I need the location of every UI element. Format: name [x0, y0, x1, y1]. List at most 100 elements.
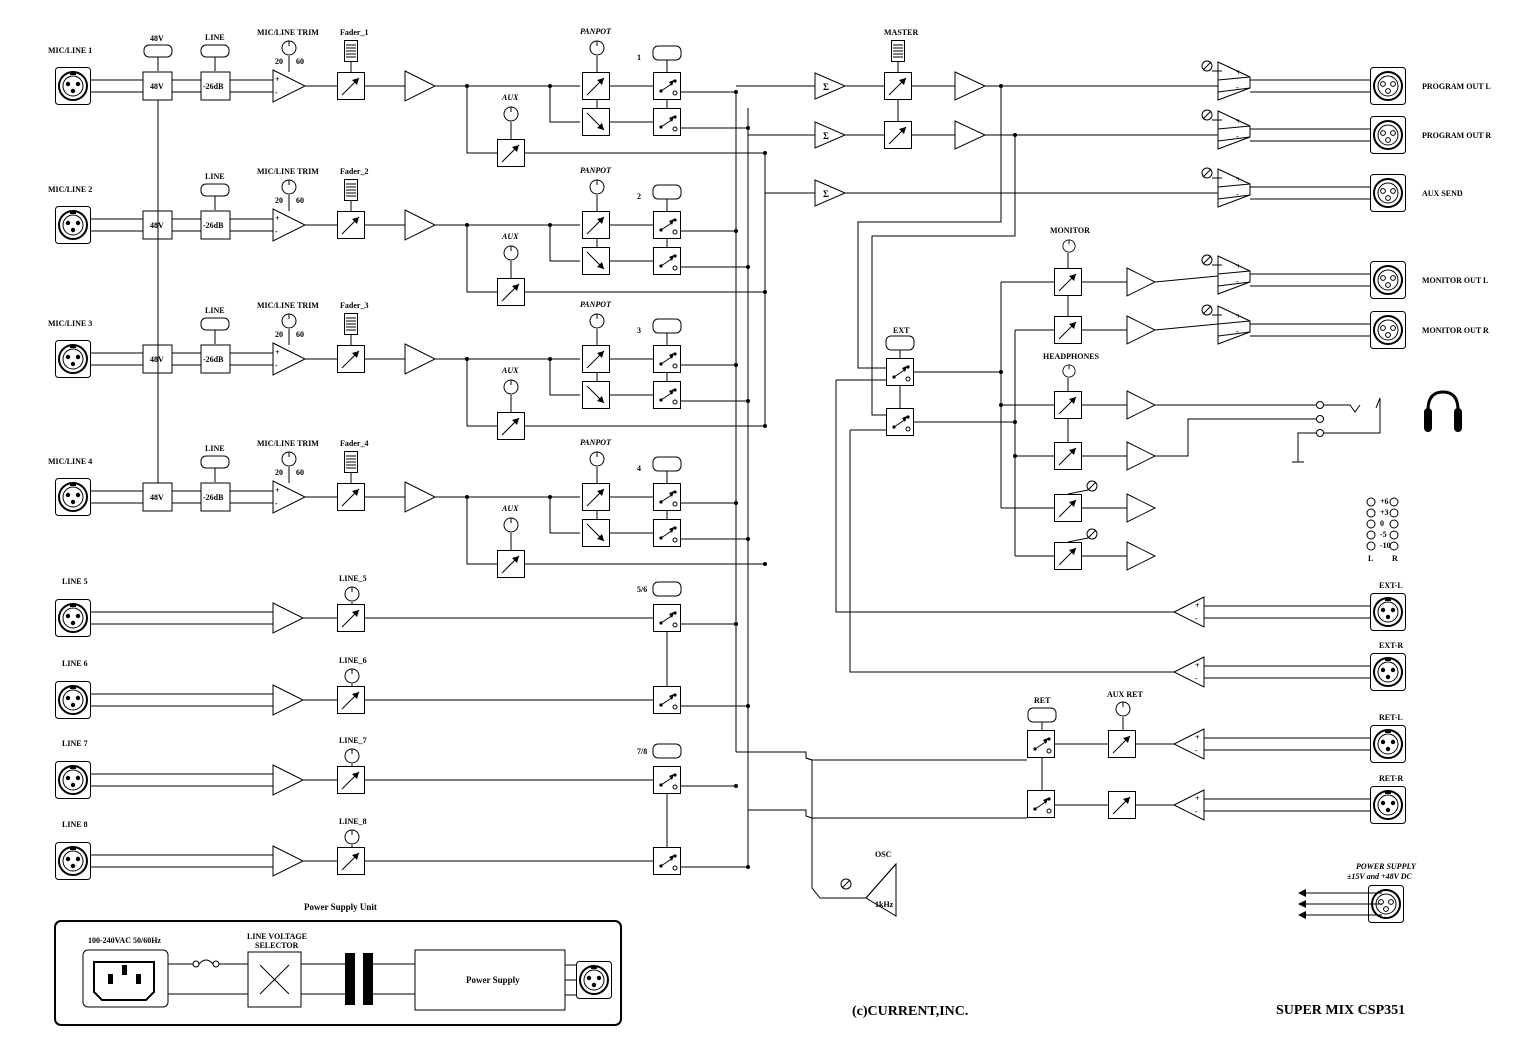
- pad-value: -26dB: [203, 221, 224, 230]
- master-fader-icon[interactable]: [891, 40, 905, 62]
- line-channel-6: LINE 6 LINE_6: [55, 656, 750, 719]
- level-vca: [337, 686, 365, 714]
- xlr-output-icon: [1370, 116, 1406, 154]
- ext-switch-r[interactable]: [886, 408, 914, 436]
- fuse-icon: [198, 959, 214, 965]
- assign-switch[interactable]: [653, 604, 681, 632]
- aux-knob-icon[interactable]: [503, 106, 519, 122]
- fader-icon[interactable]: [344, 40, 358, 62]
- fader-label: Fader_3: [340, 301, 368, 310]
- assign-switch[interactable]: [653, 766, 681, 794]
- ret-input-label: RET-L: [1379, 713, 1403, 722]
- panpot-knob-icon[interactable]: [589, 313, 605, 329]
- mic-preamp: [272, 69, 307, 103]
- fader-vca: [337, 345, 365, 373]
- assign-switch-r[interactable]: [653, 247, 681, 275]
- ext-receiver: [1172, 656, 1205, 688]
- input-label: LINE 6: [62, 659, 88, 668]
- ret-label: RET: [1034, 696, 1051, 705]
- xlr-output-icon: [1370, 67, 1406, 105]
- ret-button[interactable]: [1027, 707, 1057, 723]
- ext-button[interactable]: [885, 335, 915, 351]
- assign-switch-l[interactable]: [653, 72, 681, 100]
- transformer-icon: [345, 953, 355, 1005]
- monitor-l-row: [1001, 267, 1157, 297]
- level-knob-icon[interactable]: [344, 829, 360, 845]
- buffer-amp: [404, 209, 437, 241]
- assign-switch[interactable]: [653, 847, 681, 875]
- meter-channel-r: R: [1392, 554, 1398, 563]
- ret-switch-r[interactable]: [1027, 790, 1055, 818]
- ret-receiver: [1172, 789, 1205, 821]
- phantom-block-label: 48V: [150, 221, 164, 230]
- assign-button[interactable]: [652, 318, 682, 334]
- assign-label: 4: [637, 464, 641, 473]
- meter-led-l: [1366, 497, 1376, 507]
- assign-button[interactable]: [652, 581, 682, 597]
- assign-switch-l[interactable]: [653, 211, 681, 239]
- aux-label: AUX: [501, 232, 519, 241]
- assign-switch[interactable]: [653, 686, 681, 714]
- minus-sign: -: [1236, 277, 1239, 286]
- meter-tick: +6: [1380, 497, 1389, 506]
- assign-switch-l[interactable]: [653, 483, 681, 511]
- panpot-knob-icon[interactable]: [589, 40, 605, 56]
- balanced-driver: [1217, 168, 1251, 208]
- trim-knob-icon[interactable]: [281, 313, 297, 329]
- pad-button[interactable]: [200, 44, 230, 58]
- aux-knob-icon[interactable]: [503, 517, 519, 533]
- level-vca: [337, 847, 365, 875]
- phantom-block-label: 48V: [150, 355, 164, 364]
- panpot-knob-icon[interactable]: [589, 179, 605, 195]
- assign-button[interactable]: [652, 743, 682, 759]
- output-label: AUX SEND: [1422, 189, 1463, 198]
- phantom-button[interactable]: [143, 44, 173, 58]
- panpot-knob-icon[interactable]: [589, 451, 605, 467]
- trim-knob-icon[interactable]: [281, 40, 297, 56]
- assign-button[interactable]: [652, 45, 682, 61]
- trim-min: 20: [275, 330, 283, 339]
- monitor-knob-icon[interactable]: [1062, 239, 1076, 253]
- aux-ret-knob-icon[interactable]: [1115, 701, 1131, 717]
- level-knob-icon[interactable]: [344, 748, 360, 764]
- level-knob-icon[interactable]: [344, 586, 360, 602]
- ext-input-label: EXT-R: [1379, 641, 1403, 650]
- headphones-knob-icon[interactable]: [1062, 364, 1076, 378]
- ext-label: EXT: [893, 326, 910, 335]
- master-vca-l: [884, 72, 912, 100]
- aux-vca: [497, 139, 525, 167]
- fader-icon[interactable]: [344, 179, 358, 201]
- assign-switch-r[interactable]: [653, 519, 681, 547]
- pad-button[interactable]: [200, 317, 230, 331]
- meter-tick: 0: [1380, 519, 1384, 528]
- assign-button[interactable]: [652, 184, 682, 200]
- assign-switch-l[interactable]: [653, 345, 681, 373]
- xlr-output-icon: [1370, 311, 1406, 349]
- level-knob-icon[interactable]: [344, 668, 360, 684]
- pad-label: LINE: [205, 444, 225, 453]
- fader-icon[interactable]: [344, 313, 358, 335]
- trim-knob-icon[interactable]: [281, 451, 297, 467]
- fader-icon[interactable]: [344, 451, 358, 473]
- assign-button[interactable]: [652, 456, 682, 472]
- pad-button[interactable]: [200, 183, 230, 197]
- aux-label: AUX: [501, 366, 519, 375]
- assign-switch-r[interactable]: [653, 381, 681, 409]
- assign-switch-r[interactable]: [653, 108, 681, 136]
- monitor-amp: [1126, 493, 1157, 523]
- ext-switch-l[interactable]: [886, 358, 914, 386]
- ret-switch-l[interactable]: [1027, 730, 1055, 758]
- pan-vca-l: [582, 483, 610, 511]
- aux-knob-icon[interactable]: [503, 245, 519, 261]
- pad-button[interactable]: [200, 455, 230, 469]
- assign-label: 3: [637, 326, 641, 335]
- minus-sign: -: [1236, 83, 1239, 92]
- aux-knob-icon[interactable]: [503, 379, 519, 395]
- trim-knob-icon[interactable]: [281, 179, 297, 195]
- meter-tick: -5: [1380, 530, 1387, 539]
- level-label: LINE_7: [339, 736, 367, 745]
- minus-sign: -: [1195, 807, 1198, 816]
- level-label: LINE_6: [339, 656, 367, 665]
- output-program-out-r: +-PROGRAM OUT R: [1201, 109, 1491, 154]
